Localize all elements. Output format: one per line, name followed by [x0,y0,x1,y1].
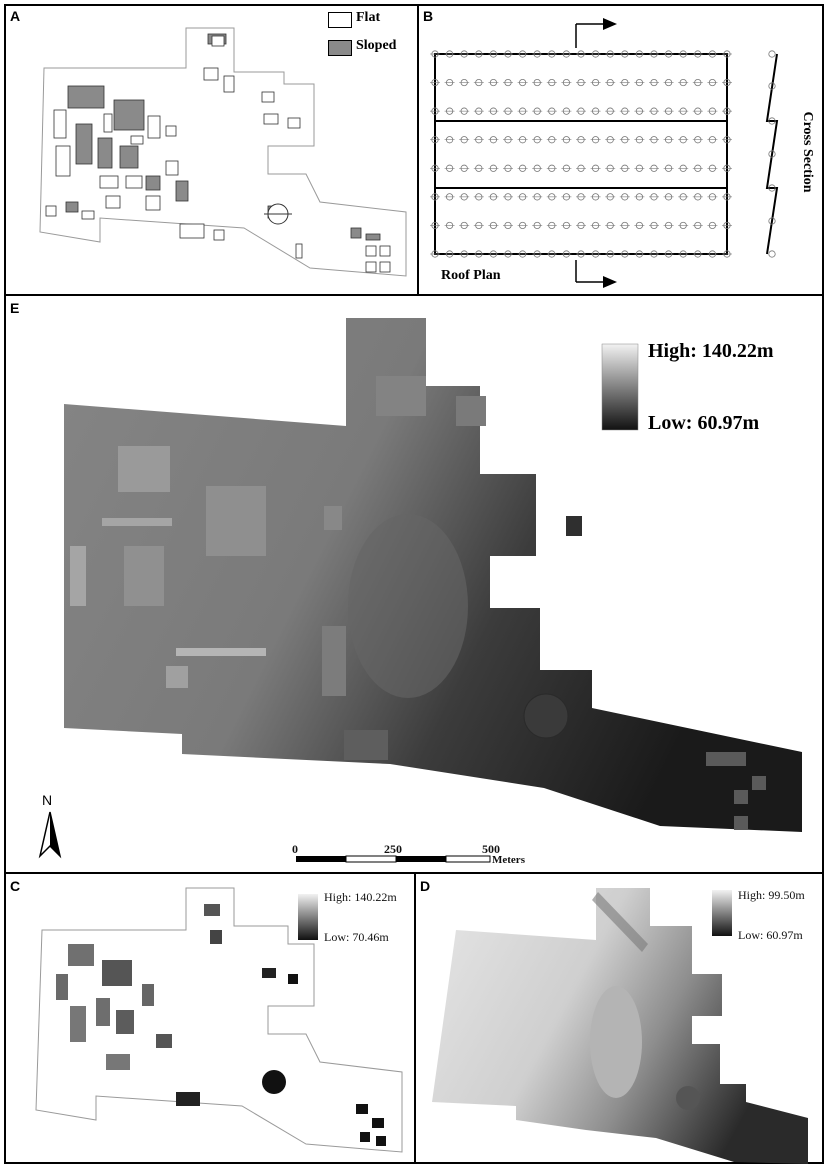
roof-plan-diagram [430,18,779,288]
section-node [768,150,776,158]
ground-elevation-map [432,888,808,1164]
dem-d-high-label: High: 99.50m [738,888,805,902]
panel-c: C High: 140.22m Low: 70.46m [6,874,414,1164]
building-height-map [35,887,403,1153]
section-node [768,184,776,192]
legend-sloped-swatch [328,40,352,56]
section-node [768,117,776,125]
panel-b: B Roof Plan Cross Section [419,6,824,294]
divider-bottom-vertical [414,872,416,1164]
legend-flat-label: Flat [356,10,381,25]
section-node [768,50,776,58]
divider-top-vertical [417,4,419,295]
dem-c-low-label: Low: 70.46m [324,930,389,944]
dem-e-low-label: Low: 60.97m [648,412,760,434]
panel-a: A [6,6,417,294]
roof-plan-label: Roof Plan [441,268,501,283]
panel-d: D High: 99.50m Low: 60.97m [416,874,824,1164]
panel-a-map [39,27,407,277]
north-label: N [42,792,53,808]
panel-e: E [6,296,824,872]
legend-flat-swatch [328,12,352,28]
panel-letter-e: E [10,300,20,316]
scale-tick-250: 250 [384,842,402,856]
section-node [768,82,776,90]
dem-map [38,318,802,863]
dem-e-high-label: High: 140.22m [648,340,774,362]
panel-letter-c: C [10,878,21,894]
dem-d-low-label: Low: 60.97m [738,928,803,942]
cross-section-label: Cross Section [800,111,815,193]
scale-unit: Meters [492,854,525,866]
dem-c-high-label: High: 140.22m [324,890,397,904]
section-node [768,250,776,258]
scale-tick-0: 0 [292,842,298,856]
section-node [768,217,776,225]
panel-letter-b: B [423,8,434,24]
panel-letter-d: D [420,878,431,894]
scale-tick-500: 500 [482,842,500,856]
legend-sloped-label: Sloped [356,38,397,53]
divider-top [4,294,824,296]
panel-letter-a: A [10,8,21,24]
